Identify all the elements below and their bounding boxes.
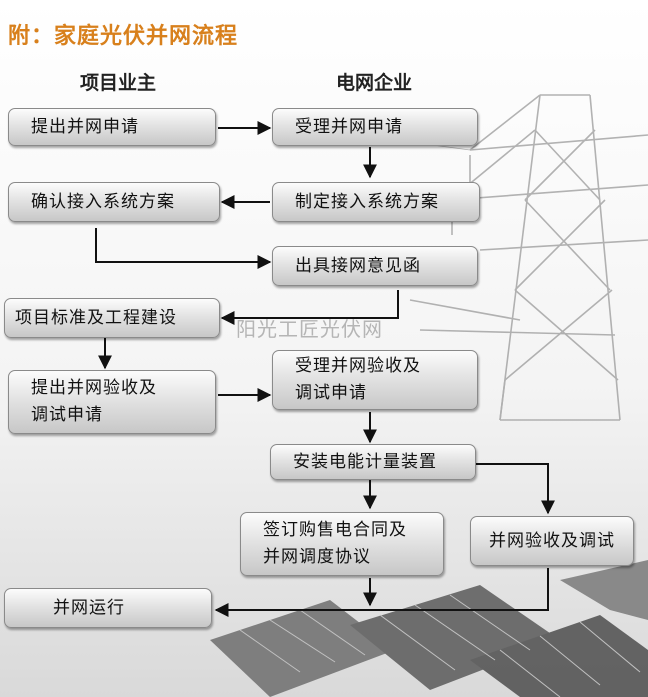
arrow-debug-to-operation bbox=[214, 568, 549, 617]
step-draft-access-plan: 制定接入系统方案 bbox=[272, 182, 480, 222]
step-label: 并网验收及调试 bbox=[489, 530, 615, 551]
power-pylon-illustration bbox=[379, 94, 648, 421]
step-label: 安装电能计量装置 bbox=[293, 451, 437, 472]
step-confirm-access-plan: 确认接入系统方案 bbox=[8, 182, 220, 222]
watermark-text: 阳光工匠光伏网 bbox=[236, 317, 383, 341]
step-label: 项目标准及工程建设 bbox=[15, 307, 177, 328]
column-header-grid: 电网企业 bbox=[336, 72, 413, 94]
solar-panels-illustration bbox=[210, 560, 648, 697]
arrow-meter-to-debug bbox=[476, 463, 555, 515]
step-label: 制定接入系统方案 bbox=[295, 191, 439, 212]
step-label: 受理并网申请 bbox=[295, 116, 403, 137]
step-label: 签订购售电合同及 并网调度协议 bbox=[263, 520, 407, 567]
step-label: 并网运行 bbox=[53, 597, 125, 618]
arrow-opinion-to-construction bbox=[220, 290, 399, 325]
step-accept-application: 受理并网申请 bbox=[272, 108, 478, 146]
page-title: 附：家庭光伏并网流程 bbox=[8, 24, 239, 49]
step-accept-acceptance-request: 受理并网验收及 调试申请 bbox=[272, 350, 478, 410]
step-submit-acceptance-request: 提出并网验收及 调试申请 bbox=[8, 370, 216, 434]
step-install-meter: 安装电能计量装置 bbox=[270, 444, 476, 480]
step-submit-application: 提出并网申请 bbox=[8, 108, 216, 146]
step-label: 提出并网申请 bbox=[31, 116, 139, 137]
step-label: 提出并网验收及 调试申请 bbox=[31, 378, 157, 425]
step-project-construction: 项目标准及工程建设 bbox=[4, 298, 220, 338]
arrow-confirm-to-opinion bbox=[95, 228, 272, 269]
step-label: 出具接网意见函 bbox=[295, 255, 421, 276]
step-label: 确认接入系统方案 bbox=[31, 191, 175, 212]
step-grid-operation: 并网运行 bbox=[4, 588, 212, 628]
step-sign-contract: 签订购售电合同及 并网调度协议 bbox=[240, 512, 444, 576]
column-header-owner: 项目业主 bbox=[80, 72, 157, 94]
step-issue-opinion-letter: 出具接网意见函 bbox=[272, 246, 478, 286]
step-label: 受理并网验收及 调试申请 bbox=[295, 356, 421, 403]
step-acceptance-debugging: 并网验收及调试 bbox=[470, 516, 634, 566]
